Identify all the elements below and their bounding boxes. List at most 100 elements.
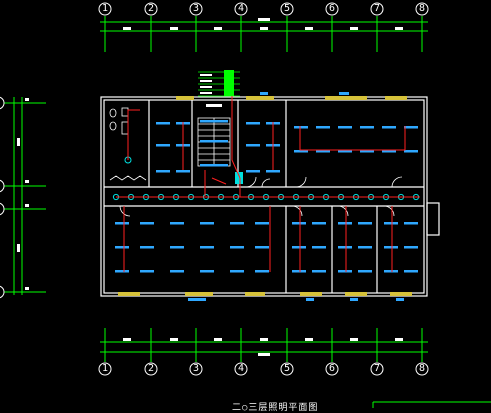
- light-fixture: [230, 246, 244, 249]
- light-fixture: [255, 246, 269, 249]
- window: [325, 96, 367, 100]
- light-fixture: [156, 144, 170, 147]
- light-fixture: [404, 222, 418, 225]
- left-dimension-text: [17, 98, 29, 290]
- axis-label-top-8: 8: [418, 3, 426, 14]
- light-fixture: [214, 164, 228, 167]
- light-fixture: [115, 270, 129, 273]
- axis-label-top-3: 3: [192, 3, 200, 14]
- axis-label-top-5: 5: [283, 3, 291, 14]
- axis-label-bottom-8: 8: [418, 363, 426, 374]
- light-fixture: [200, 140, 214, 143]
- light-fixture: [255, 270, 269, 273]
- light-fixture: [382, 150, 396, 153]
- axis-label-bottom-5: 5: [283, 363, 291, 374]
- light-fixture: [200, 222, 214, 225]
- light-fixture: [176, 170, 190, 173]
- light-fixture: [384, 246, 398, 249]
- light-fixture: [316, 150, 330, 153]
- light-fixture: [338, 126, 352, 129]
- side-balcony: [426, 202, 440, 236]
- windows: [118, 96, 412, 296]
- light-fixture: [292, 246, 306, 249]
- light-fixture: [200, 164, 214, 167]
- light-fixture: [338, 222, 352, 225]
- light-fixture: [255, 222, 269, 225]
- window: [118, 292, 140, 296]
- light-fixture: [200, 120, 214, 123]
- light-fixture: [382, 126, 396, 129]
- wiring-run: [231, 96, 241, 179]
- axis-label-bottom-3: 3: [192, 363, 200, 374]
- axis-label-bottom-1: 1: [101, 363, 109, 374]
- light-fixture: [312, 222, 326, 225]
- light-fixture: [404, 150, 418, 153]
- window: [176, 96, 194, 100]
- room-labels: [188, 92, 404, 301]
- axis-label-top-4: 4: [237, 3, 245, 14]
- top-axis-grid: [100, 16, 428, 52]
- axis-label-bottom-4: 4: [237, 363, 245, 374]
- door-swings: [119, 176, 403, 217]
- window: [345, 292, 367, 296]
- light-fixture: [384, 270, 398, 273]
- axis-label-bottom-2: 2: [147, 363, 155, 374]
- light-fixture: [140, 222, 154, 225]
- drawing-title: 二○三层照明平面图: [232, 403, 319, 413]
- distribution-panel: [198, 70, 243, 184]
- window: [300, 292, 322, 296]
- light-fixture: [140, 270, 154, 273]
- light-fixture: [115, 246, 129, 249]
- bottom-axis-grid: [100, 328, 428, 362]
- light-fixture: [312, 270, 326, 273]
- wiring-run: [299, 126, 406, 151]
- light-fixture: [292, 270, 306, 273]
- light-fixture: [140, 246, 154, 249]
- washroom-fixtures: [109, 107, 147, 181]
- light-fixture: [214, 140, 228, 143]
- light-fixture: [170, 246, 184, 249]
- light-fixture: [338, 246, 352, 249]
- axis-label-bottom-6: 6: [328, 363, 336, 374]
- light-fixture: [115, 222, 129, 225]
- top-dimension-text: [123, 18, 403, 30]
- light-fixture: [170, 222, 184, 225]
- light-fixture: [214, 120, 228, 123]
- axis-label-top-1: 1: [101, 3, 109, 14]
- left-axis-bubbles: [0, 96, 5, 299]
- wiring-run: [211, 177, 227, 185]
- light-fixture: [294, 126, 308, 129]
- bottom-axis-bubbles: [98, 362, 429, 376]
- window: [246, 96, 274, 100]
- top-axis-bubbles: [98, 2, 429, 16]
- lighting-layout: [112, 96, 420, 273]
- light-fixture: [404, 270, 418, 273]
- light-fixture: [246, 144, 260, 147]
- window: [185, 292, 213, 296]
- light-fixture: [292, 222, 306, 225]
- light-fixture: [156, 170, 170, 173]
- light-fixture: [312, 246, 326, 249]
- light-fixture: [246, 122, 260, 125]
- axis-label-top-6: 6: [328, 3, 336, 14]
- light-fixture: [338, 270, 352, 273]
- title-block-frame: [372, 401, 491, 408]
- wiring-run: [127, 109, 140, 160]
- left-axis-grid: [4, 97, 46, 295]
- light-fixture: [316, 126, 330, 129]
- light-fixture: [230, 222, 244, 225]
- light-fixture: [230, 270, 244, 273]
- axis-label-top-7: 7: [373, 3, 381, 14]
- light-fixture: [246, 170, 260, 173]
- window: [245, 292, 265, 296]
- light-fixture: [358, 246, 372, 249]
- light-fixture: [360, 150, 374, 153]
- window: [390, 292, 412, 296]
- light-fixture: [338, 150, 352, 153]
- axis-label-bottom-7: 7: [373, 363, 381, 374]
- light-fixture: [358, 270, 372, 273]
- light-fixture: [156, 122, 170, 125]
- light-fixture: [384, 222, 398, 225]
